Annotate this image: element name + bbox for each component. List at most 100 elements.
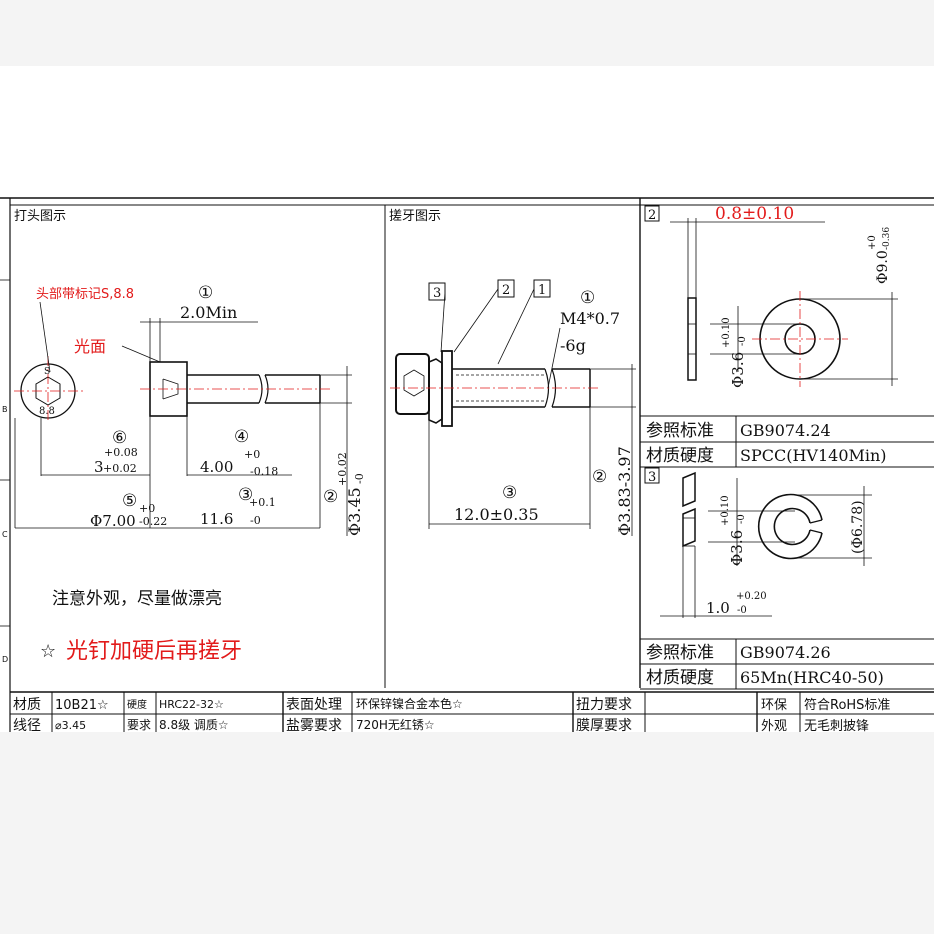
- flat-outer-upper: +0: [867, 235, 878, 250]
- spring-outer: (Φ6.78): [850, 500, 866, 554]
- assembly-flat-washer: [441, 350, 453, 427]
- spring-washer-side-top: [682, 471, 696, 508]
- spring-inner-lower: -0: [736, 514, 747, 524]
- frame-row-d: D: [2, 655, 8, 664]
- flat-outer-lower: -0.36: [882, 227, 892, 250]
- flat-std-value: GB9074.24: [740, 421, 831, 440]
- callout-2: 2: [502, 283, 510, 298]
- spring-std-label: 参照标准: [646, 643, 714, 663]
- flat-mat-value: SPCC(HV140Min): [740, 446, 887, 465]
- thread-circle-3: ③: [502, 483, 517, 503]
- flat-mat-label: 材质硬度: [646, 446, 714, 466]
- dim-4-main: 4.00: [200, 458, 233, 476]
- spec-r1-c4: HRC22-32☆: [159, 698, 224, 711]
- dim-4-upper: +0: [244, 448, 260, 461]
- smooth-face-label: 光面: [74, 337, 106, 356]
- spring-inner-upper: +0.10: [720, 495, 731, 526]
- flat-inner-lower: -0: [737, 336, 748, 346]
- socket-icon: [403, 369, 425, 397]
- spring-thick-lower: -0: [737, 605, 747, 616]
- spec-r1-c7: 扭力要求: [576, 697, 632, 713]
- callout-1-box: [533, 279, 551, 298]
- thread-spec-2: -6g: [560, 336, 586, 355]
- callout-1: 1: [538, 283, 546, 298]
- flat-outer-main: Φ9.0: [875, 250, 891, 284]
- spec-r1-c9: 环保: [761, 698, 787, 713]
- callout-2-box: [497, 279, 515, 298]
- spec-r2-c5: 盐雾要求: [286, 718, 342, 732]
- head-mark-88: 8.8: [39, 406, 55, 417]
- flat-washer-number-box: [644, 205, 660, 222]
- spec-table-cols: [51, 692, 801, 732]
- spec-r2-c1: 线径: [13, 718, 41, 732]
- harden-note: 光钉加硬后再搓牙: [66, 639, 242, 664]
- flat-inner-main: Φ3.6: [729, 352, 747, 388]
- flat-washer-side: [687, 297, 697, 381]
- dim-116-upper: +0.1: [249, 496, 276, 509]
- circle-4: ④: [234, 427, 249, 447]
- callout-3: 3: [433, 286, 441, 301]
- head-panel-title: 打头图示: [14, 209, 66, 224]
- leader-line: [497, 288, 535, 365]
- spring-washer-outer: [757, 493, 823, 560]
- leader-line: [121, 345, 161, 363]
- circle-6: ⑥: [112, 428, 127, 448]
- thread-circle-2: ②: [592, 467, 607, 487]
- spring-thick-main: 1.0: [706, 599, 730, 617]
- spec-r2-c9: 外观: [761, 719, 787, 732]
- drawing-sheet: B C D 打头图示 搓牙图示 2 3 S 8.8 头部带标记S,8.8 光面 …: [0, 66, 934, 732]
- thread-circle-1: ①: [580, 288, 595, 308]
- spring-washer-inner: [773, 507, 811, 546]
- leader-line: [453, 288, 499, 353]
- head-mark-s: S: [44, 367, 50, 377]
- spec-r1-c6: 环保锌镍合金本色☆: [356, 696, 463, 711]
- head-mark-note: 头部带标记S,8.8: [36, 287, 134, 302]
- spring-washer-side-bottom: [682, 507, 696, 548]
- leader-line: [547, 327, 561, 389]
- dim-7-main: Φ7.00: [90, 512, 136, 530]
- thread-panel-title: 搓牙图示: [389, 208, 441, 224]
- leader-line: [39, 301, 51, 373]
- circle-5: ⑤: [122, 491, 137, 511]
- dim-7-lower: -0.22: [139, 515, 167, 528]
- frame-row-b: B: [2, 405, 8, 414]
- spec-r1-c2: 10B21☆: [55, 698, 109, 713]
- star-icon: ☆: [40, 641, 56, 662]
- spring-mat-label: 材质硬度: [646, 668, 714, 688]
- engineering-drawing: B C D 打头图示 搓牙图示 2 3 S 8.8 头部带标记S,8.8 光面 …: [0, 197, 934, 732]
- spring-inner-main: Φ3.6: [728, 530, 746, 566]
- spec-r1-c3: 硬度: [127, 698, 147, 711]
- dim-345-lower: -0: [353, 473, 366, 484]
- flat-inner-upper: +0.10: [721, 317, 732, 348]
- dim-345-main: Φ3.45: [345, 487, 364, 536]
- dim-dia: Φ3.83-3.97: [615, 446, 634, 536]
- circle-1: ①: [198, 283, 213, 303]
- frame-row-c: C: [2, 530, 8, 539]
- dim-116-lower: -0: [250, 514, 261, 527]
- circle-2: ②: [323, 487, 338, 507]
- dim-3-main: 3: [94, 458, 104, 476]
- spec-r2-c6: 720H无红锈☆: [356, 717, 435, 732]
- spring-mat-value: 65Mn(HRC40-50): [740, 668, 884, 687]
- spec-r1-c5: 表面处理: [286, 697, 342, 713]
- leader-line: [440, 291, 446, 353]
- dim-12: 12.0±0.35: [454, 505, 539, 524]
- appearance-note: 注意外观，尽量做漂亮: [52, 589, 222, 609]
- spring-std-value: GB9074.26: [740, 643, 831, 662]
- spec-r2-c7: 膜厚要求: [576, 718, 632, 732]
- spec-r1-c1: 材质: [13, 697, 41, 713]
- flat-washer-thickness: 0.8±0.10: [715, 204, 794, 224]
- spec-r2-c10: 无毛刺披锋: [804, 719, 869, 732]
- spring-washer-gap: [809, 529, 823, 534]
- assembly-spring-washer: [428, 358, 443, 424]
- spec-r2-c4: 8.8级 调质☆: [159, 718, 229, 732]
- dim-116-main: 11.6: [200, 510, 233, 528]
- spring-washer-gap: [809, 519, 823, 524]
- dim-3-lower: +0.02: [103, 462, 137, 475]
- dim-2min: 2.0Min: [180, 303, 237, 322]
- spec-r2-c3: 要求: [127, 718, 151, 732]
- dim-3-upper: +0.08: [104, 446, 138, 459]
- flat-std-label: 参照标准: [646, 421, 714, 441]
- spec-r2-c2: ⌀3.45: [55, 719, 86, 732]
- dim-7-upper: +0: [139, 502, 155, 515]
